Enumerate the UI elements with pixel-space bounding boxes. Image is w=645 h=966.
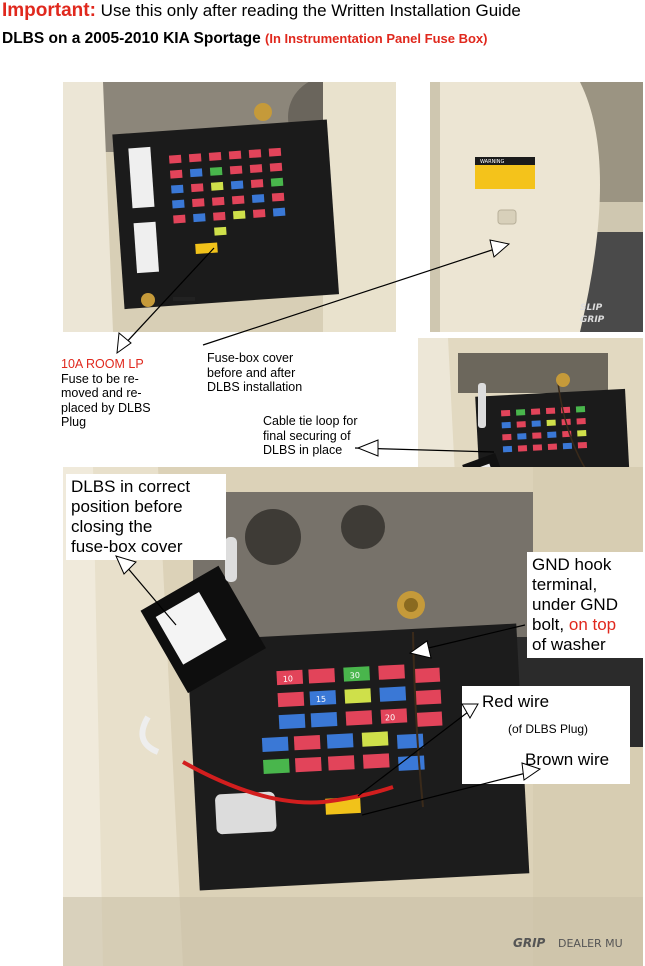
photo-fusebox-cover-drawing: WARNING SLIP GRIP xyxy=(430,82,643,332)
warning-label: WARNING xyxy=(480,159,505,165)
photo-fusebox-open xyxy=(63,82,396,332)
cover-line3: DLBS installation xyxy=(207,380,303,394)
dlbs-line2: position before xyxy=(71,497,183,516)
dlbs-position-callout: DLBS in correct position before closing … xyxy=(66,474,226,560)
gnd-line4-a: bolt, xyxy=(532,615,565,634)
important-label: Important: xyxy=(2,0,96,21)
cover-caption: Fuse-box cover before and after DLBS ins… xyxy=(207,351,302,395)
room-lp-title: 10A ROOM LP xyxy=(61,357,144,371)
photo-fusebox-cover: WARNING SLIP GRIP xyxy=(430,82,643,332)
fuse-label-15: 15 xyxy=(316,695,327,705)
gnd-line3: under GND xyxy=(532,595,618,614)
red-wire-sub: (of DLBS Plug) xyxy=(508,722,589,736)
gnd-line4: bolt, on top xyxy=(532,615,638,635)
room-lp-line2: moved and re- xyxy=(61,386,142,400)
photo-fusebox-open-drawing xyxy=(63,82,396,332)
cable-line3: DLBS in place xyxy=(263,443,343,457)
gnd-line4-b: on top xyxy=(568,615,617,634)
room-lp-line3: placed by DLBS xyxy=(61,400,151,415)
dlbs-line1: DLBS in correct xyxy=(71,477,191,496)
fuse-label-30: 30 xyxy=(350,671,361,681)
wire-callout: Red wire (of DLBS Plug) Brown wire xyxy=(462,686,630,784)
cable-tie-caption: Cable tie loop for final securing of DLB… xyxy=(263,414,358,458)
arrowhead-room-lp xyxy=(116,332,132,355)
fuse-label-10: 10 xyxy=(283,674,294,684)
cable-line2: final securing of xyxy=(263,428,351,443)
gnd-callout: GND hook terminal, under GND bolt, on to… xyxy=(527,552,643,658)
brown-wire-label: Brown wire xyxy=(525,750,610,769)
gnd-line5: of washer xyxy=(532,635,606,654)
title-text: DLBS on a 2005-2010 KIA Sportage xyxy=(2,30,261,47)
gnd-line1: GND hook xyxy=(532,555,612,574)
important-text: Use this only after reading the Written … xyxy=(100,1,521,20)
cable-line1: Cable tie loop for xyxy=(263,414,358,428)
important-notice: Important: Use this only after reading t… xyxy=(2,0,521,22)
arrowhead-cable-tie xyxy=(356,439,379,457)
dlbs-line4: fuse-box cover xyxy=(71,537,183,556)
cover-line2: before and after xyxy=(207,365,296,380)
mat-text-grip: GRIP xyxy=(580,315,605,325)
title-note: (In Instrumentation Panel Fuse Box) xyxy=(265,31,488,46)
dlbs-line3: closing the xyxy=(71,517,153,536)
mat-text-dealer: DEALER MU xyxy=(558,937,623,950)
gnd-line2: terminal, xyxy=(532,575,598,594)
room-lp-caption: 10A ROOM LP Fuse to be re- moved and re-… xyxy=(61,357,151,430)
cover-line1: Fuse-box cover xyxy=(207,351,294,365)
room-lp-line4: Plug xyxy=(61,415,87,429)
red-wire-label: Red wire xyxy=(482,692,550,711)
mat-text-slip: SLIP xyxy=(580,303,603,313)
mat-text-grip-large: GRIP xyxy=(513,936,546,950)
room-lp-line1: Fuse to be re- xyxy=(61,371,139,386)
page-title: DLBS on a 2005-2010 KIA Sportage (In Ins… xyxy=(2,30,487,48)
fuse-label-20: 20 xyxy=(385,713,396,723)
